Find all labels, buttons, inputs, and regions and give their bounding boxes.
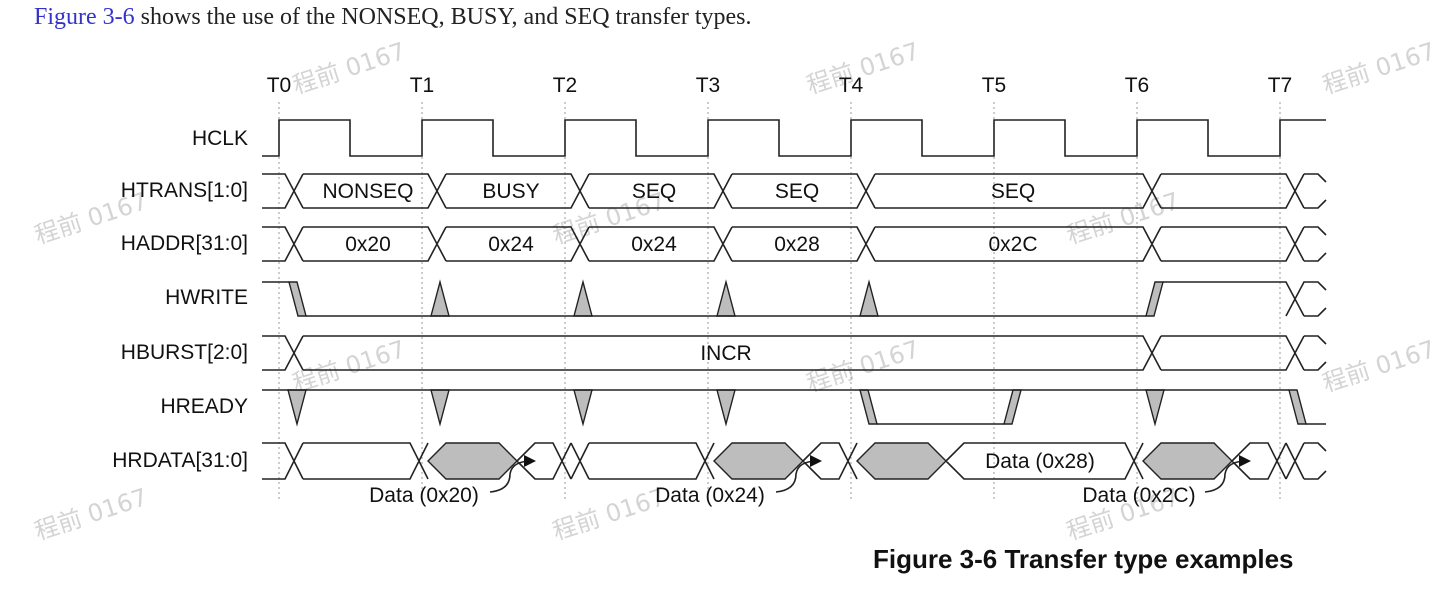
- figure-reference-link[interactable]: Figure 3-6: [34, 4, 135, 30]
- hburst-bus-shape: [262, 335, 1327, 371]
- hwrite-glitch: [573, 279, 593, 317]
- hready-transition: [1003, 389, 1022, 425]
- htrans-value: SEQ: [775, 180, 819, 203]
- watermark: 程前 0167: [1319, 37, 1430, 100]
- hrdata-invalid-segment: [713, 442, 804, 480]
- hrdata-bus-shape: [262, 442, 1327, 480]
- signal-name-htrans: HTRANS[1:0]: [121, 179, 248, 202]
- arrow-right-icon: [810, 455, 822, 467]
- time-guides: [278, 102, 1281, 500]
- time-label: T5: [982, 74, 1007, 97]
- callout-leader: [1204, 460, 1248, 493]
- watermark: 程前 0167: [31, 483, 151, 546]
- hwrite-transition: [288, 281, 307, 317]
- time-label: T7: [1268, 74, 1293, 97]
- hready-glitch: [430, 389, 450, 427]
- signal-name-haddr: HADDR[31:0]: [121, 232, 248, 255]
- time-label: T1: [410, 74, 435, 97]
- hready-transition: [859, 389, 878, 425]
- watermark: 程前 0167: [289, 335, 409, 398]
- hrdata-bus: Data (0x28): [262, 442, 1327, 480]
- hready-glitch: [573, 389, 593, 427]
- signal-name-hrdata: HRDATA[31:0]: [112, 449, 248, 472]
- intro-sentence: Figure 3-6 shows the use of the NONSEQ, …: [34, 4, 752, 31]
- haddr-bus: 0x20 0x24 0x24 0x28 0x2C: [262, 226, 1327, 262]
- hburst-value: INCR: [700, 342, 751, 365]
- signal-name-hwrite: HWRITE: [165, 286, 248, 309]
- hready-glitch: [287, 389, 307, 427]
- hwrite-glitch: [716, 279, 736, 317]
- hrdata-invalid-segment: [1142, 442, 1233, 480]
- data-callout-label: Data (0x24): [655, 484, 765, 507]
- haddr-value: 0x28: [774, 233, 820, 256]
- arrow-right-icon: [1239, 455, 1251, 467]
- time-label: T6: [1125, 74, 1150, 97]
- haddr-value: 0x24: [488, 233, 534, 256]
- htrans-value: NONSEQ: [322, 180, 413, 203]
- hwrite-line: [262, 281, 1327, 317]
- data-callout-label: Data (0x20): [369, 484, 479, 507]
- hclk-waveform: [262, 119, 1326, 157]
- watermark: 程前 0167: [549, 483, 669, 546]
- haddr-bus-shape: [262, 226, 1327, 262]
- hrdata-inline-value: Data (0x28): [985, 450, 1095, 473]
- hrdata-invalid-segment: [856, 442, 947, 480]
- htrans-bus-shape: [262, 173, 1327, 209]
- hburst-bus: INCR: [262, 335, 1327, 371]
- hrdata-invalid-segment: [427, 442, 518, 480]
- arrow-right-icon: [524, 455, 536, 467]
- hwrite-transition: [1145, 281, 1164, 317]
- hready-line: [262, 389, 1326, 425]
- hwrite-glitch: [430, 279, 450, 317]
- signal-name-hready: HREADY: [160, 395, 248, 418]
- watermark: 程前 0167: [803, 335, 923, 398]
- hwrite-waveform: [262, 279, 1327, 317]
- hready-glitch: [1145, 389, 1165, 427]
- hwrite-glitch: [859, 279, 879, 317]
- signal-name-hclk: HCLK: [192, 127, 248, 150]
- hready-waveform: [262, 389, 1326, 427]
- time-label: T2: [553, 74, 578, 97]
- htrans-value: SEQ: [632, 180, 676, 203]
- htrans-value: SEQ: [991, 180, 1035, 203]
- haddr-value: 0x20: [345, 233, 391, 256]
- time-labels: T0 T1 T2 T3 T4 T5 T6 T7: [267, 74, 1293, 97]
- signal-names: HCLK HTRANS[1:0] HADDR[31:0] HWRITE HBUR…: [112, 127, 248, 472]
- hready-glitch: [716, 389, 736, 427]
- time-label: T3: [696, 74, 721, 97]
- hready-transition: [1288, 389, 1307, 425]
- htrans-bus: NONSEQ BUSY SEQ SEQ SEQ: [262, 173, 1327, 209]
- callout-leader: [489, 460, 533, 493]
- intro-text: shows the use of the NONSEQ, BUSY, and S…: [134, 4, 752, 30]
- watermark: 程前 0167: [1063, 187, 1183, 250]
- watermark: 程前 0167: [289, 37, 409, 100]
- figure-caption: Figure 3-6 Transfer type examples: [873, 544, 1294, 574]
- signal-name-hburst: HBURST[2:0]: [121, 341, 248, 364]
- callout-leader: [775, 460, 819, 493]
- htrans-value: BUSY: [482, 180, 539, 203]
- watermark: 程前 0167: [1319, 335, 1430, 398]
- data-callout-label: Data (0x2C): [1082, 484, 1195, 507]
- haddr-value: 0x2C: [988, 233, 1037, 256]
- haddr-value: 0x24: [631, 233, 677, 256]
- time-label: T0: [267, 74, 292, 97]
- data-callouts: Data (0x20) Data (0x24) Data (0x2C): [369, 455, 1251, 507]
- time-label: T4: [839, 74, 864, 97]
